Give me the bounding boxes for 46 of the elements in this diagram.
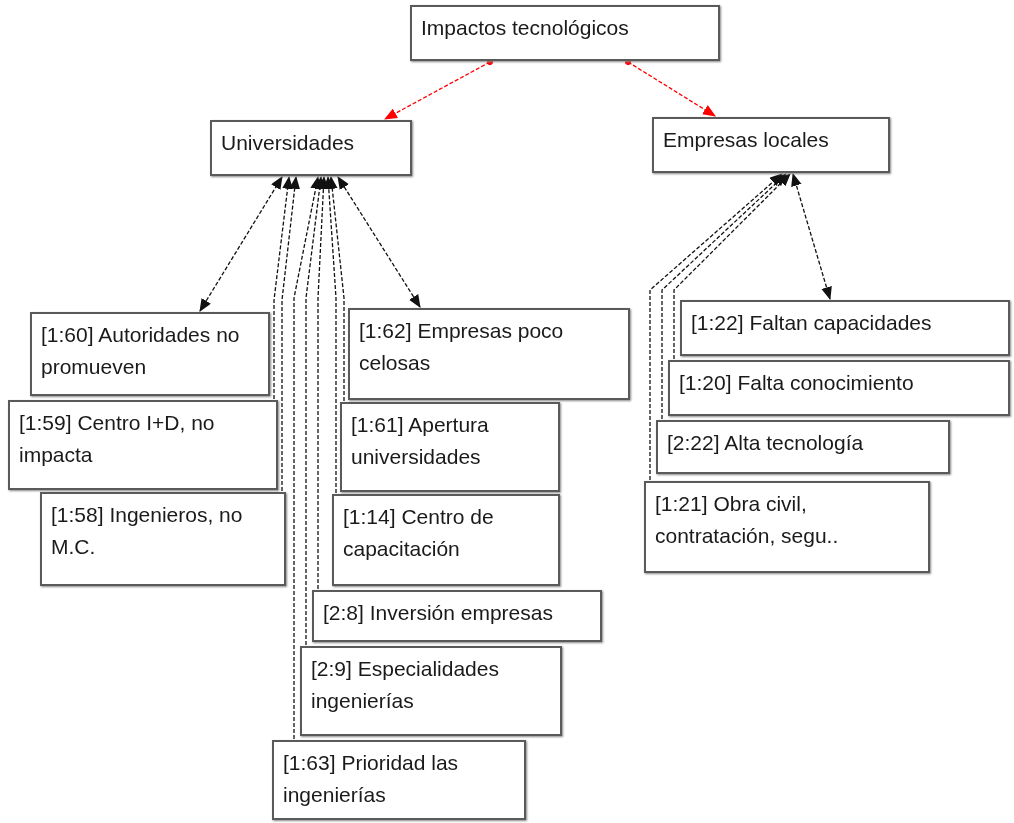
code-box <box>210 120 412 176</box>
topic-box <box>410 5 720 61</box>
node-label: [1:20] Falta conocimiento <box>679 370 915 396</box>
code-box <box>340 402 560 492</box>
arrow <box>281 175 301 492</box>
arrow <box>317 175 329 590</box>
node-label: [1:63] Prioridad las ingenierías <box>283 750 460 808</box>
code-box <box>8 400 278 490</box>
arrow <box>673 173 791 360</box>
code-box <box>644 481 930 573</box>
code-box <box>332 494 560 586</box>
code-box <box>656 420 950 474</box>
node-label: Empresas locales <box>663 127 830 153</box>
arrow <box>661 173 787 420</box>
node-label: [1:61] Apertura universidades <box>351 412 490 470</box>
node-label: [2:22] Alta tecnología <box>667 430 865 456</box>
node-label: [1:21] Obra civil, contratación, segu.. <box>655 491 840 549</box>
node-label: [1:62] Empresas poco celosas <box>359 318 565 376</box>
arrow <box>384 59 493 120</box>
code-box <box>40 492 286 586</box>
node-label: [1:58] Ingenieros, no M.C. <box>51 502 244 560</box>
node-label: Impactos tecnológicos <box>421 15 630 41</box>
code-box <box>300 646 562 736</box>
code-box <box>652 117 890 173</box>
arrow <box>337 176 421 308</box>
code-box <box>30 312 270 396</box>
node-label: [1:60] Autoridades no promueven <box>41 322 241 380</box>
node-label: Universidades <box>221 130 356 156</box>
arrow <box>791 172 832 301</box>
arrow <box>273 175 293 400</box>
arrow <box>323 175 337 494</box>
code-box <box>680 300 1010 356</box>
arrow <box>199 176 283 312</box>
node-label: [2:9] Especialidades ingenierías <box>311 656 500 714</box>
code-box <box>668 360 1010 416</box>
arrow <box>625 59 716 117</box>
code-box <box>272 740 526 820</box>
arrow <box>649 173 783 481</box>
code-box <box>348 308 630 400</box>
node-label: [1:22] Faltan capacidades <box>691 310 933 336</box>
node-label: [2:8] Inversión empresas <box>323 600 554 626</box>
node-label: [1:14] Centro de capacitación <box>343 504 495 562</box>
arrow <box>305 175 325 646</box>
code-box <box>312 590 602 642</box>
node-label: [1:59] Centro I+D, no impacta <box>19 410 216 468</box>
arrow <box>293 175 321 740</box>
